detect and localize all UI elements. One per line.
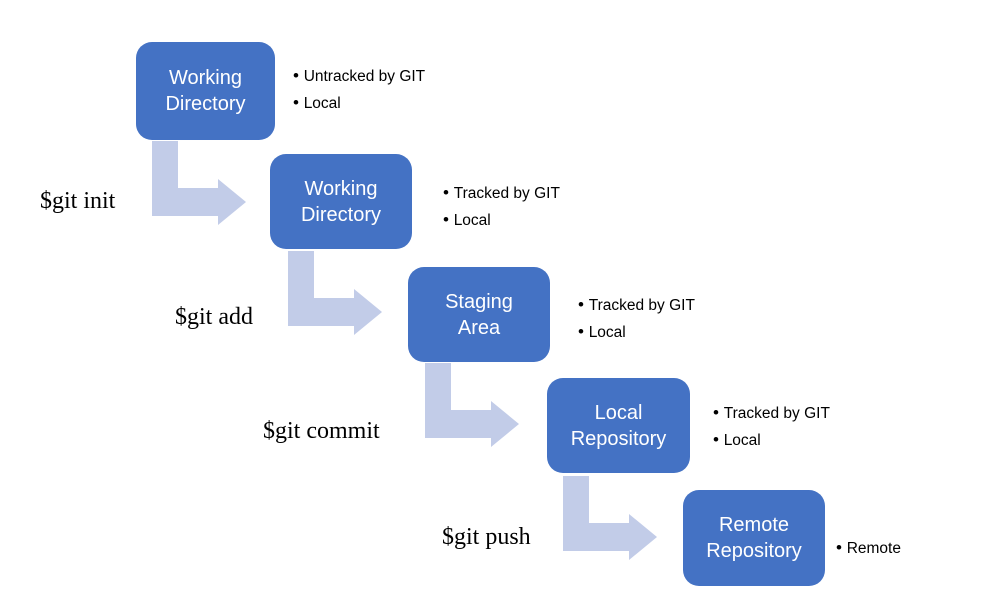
bullet-item: Remote — [836, 535, 901, 562]
elbow-arrow-icon — [425, 363, 519, 447]
bullet-item: Tracked by GIT — [578, 292, 695, 319]
stage-bullets: Untracked by GIT Local — [293, 63, 425, 117]
stage-title-line: Staging — [445, 290, 513, 313]
bullet-item: Untracked by GIT — [293, 63, 425, 90]
stage-bullets: Tracked by GIT Local — [713, 400, 830, 454]
elbow-arrow-icon — [152, 141, 246, 225]
stage-bullets: Remote — [836, 535, 901, 562]
stage-title-line: Working — [304, 177, 378, 200]
bullet-item: Local — [578, 319, 695, 346]
command-label-git-push: $git push — [442, 524, 531, 550]
stage-title-line: Directory — [300, 203, 381, 226]
stage-box-staging-area: Staging Area — [408, 267, 550, 362]
stage-title-line: Directory — [165, 93, 246, 115]
bullet-item: Local — [443, 207, 560, 234]
stage-bullets: Tracked by GIT Local — [443, 180, 560, 234]
elbow-arrow-icon — [288, 251, 382, 335]
bullet-item: Tracked by GIT — [443, 180, 560, 207]
stage-bullets: Tracked by GIT Local — [578, 292, 695, 346]
bullet-item: Local — [293, 90, 425, 117]
stage-box-working-directory-tracked: Working Directory — [270, 154, 412, 249]
stage-title-line: Remote — [718, 514, 790, 536]
elbow-arrow-icon — [563, 476, 657, 560]
stage-title-line: Repository — [706, 540, 802, 562]
stage-box-remote-repository: Remote Repository — [683, 490, 825, 586]
bullet-item: Local — [713, 427, 830, 454]
stage-title-line: Repository — [570, 427, 667, 450]
stage-title-line: Working — [169, 67, 242, 89]
command-label-git-commit: $git commit — [263, 418, 380, 444]
command-label-git-add: $git add — [175, 304, 253, 330]
stage-title-line: Area — [457, 316, 501, 339]
stage-box-working-directory-untracked: Working Directory — [136, 42, 275, 140]
stage-title-line: Local — [594, 401, 643, 424]
command-label-git-init: $git init — [40, 188, 116, 214]
stage-box-local-repository: Local Repository — [547, 378, 690, 473]
bullet-item: Tracked by GIT — [713, 400, 830, 427]
